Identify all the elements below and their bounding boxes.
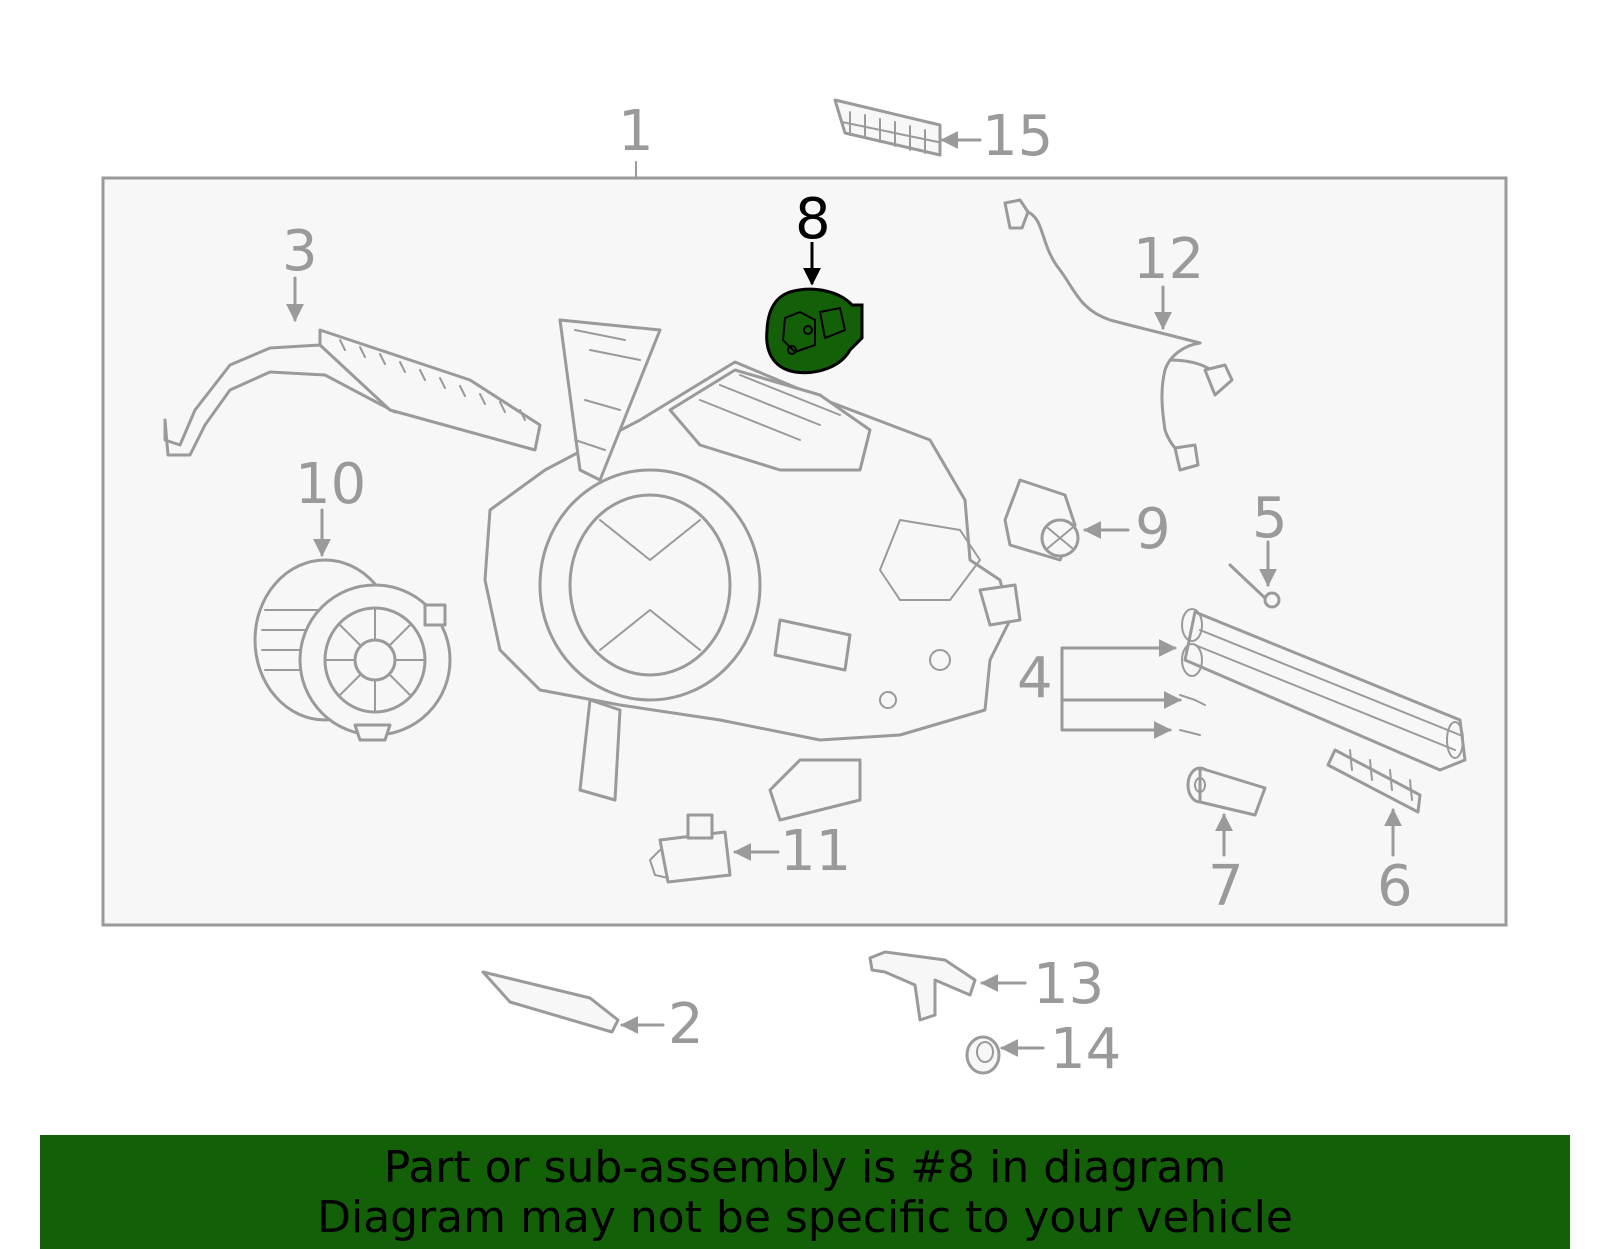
callout-7: 7	[1208, 854, 1244, 919]
callout-5: 5	[1252, 486, 1288, 551]
callout-12: 12	[1133, 227, 1204, 292]
part-14-grommet	[965, 1035, 1001, 1075]
callout-6: 6	[1377, 854, 1413, 919]
callout-2: 2	[668, 992, 704, 1057]
callout-14: 14	[1050, 1017, 1121, 1082]
part-13-duct	[868, 950, 977, 1022]
part-10-blower-motor	[253, 558, 452, 742]
part-4-evaporator	[1179, 608, 1467, 772]
banner-line-2: Diagram may not be specific to your vehi…	[317, 1192, 1293, 1243]
part-12-wire-harness	[1003, 198, 1234, 472]
part-2-filter	[481, 970, 620, 1034]
callout-15: 15	[982, 104, 1053, 169]
part-6-bracket	[1326, 748, 1422, 814]
callout-4: 4	[1017, 646, 1053, 711]
callout-8: 8	[795, 187, 831, 252]
banner-line-1: Part or sub-assembly is #8 in diagram	[383, 1142, 1227, 1193]
part-1-hvac-case	[483, 318, 1022, 822]
callout-13: 13	[1033, 952, 1104, 1017]
part-5-screw	[1228, 563, 1281, 609]
callout-3: 3	[282, 219, 318, 284]
callout-4-bracket	[1060, 639, 1180, 730]
part-15-grille	[833, 98, 942, 157]
callout-1: 1	[618, 99, 654, 164]
part-3-heater-core	[163, 328, 542, 457]
part-11-module	[649, 813, 732, 884]
callout-10: 10	[295, 452, 366, 517]
part-7-sensor	[1186, 766, 1267, 817]
info-banner: Part or sub-assembly is #8 in diagram Di…	[40, 1135, 1570, 1249]
callout-11: 11	[780, 819, 851, 884]
callout-9: 9	[1135, 497, 1171, 562]
part-9-servo	[1003, 478, 1080, 562]
part-8-actuator	[765, 287, 864, 375]
